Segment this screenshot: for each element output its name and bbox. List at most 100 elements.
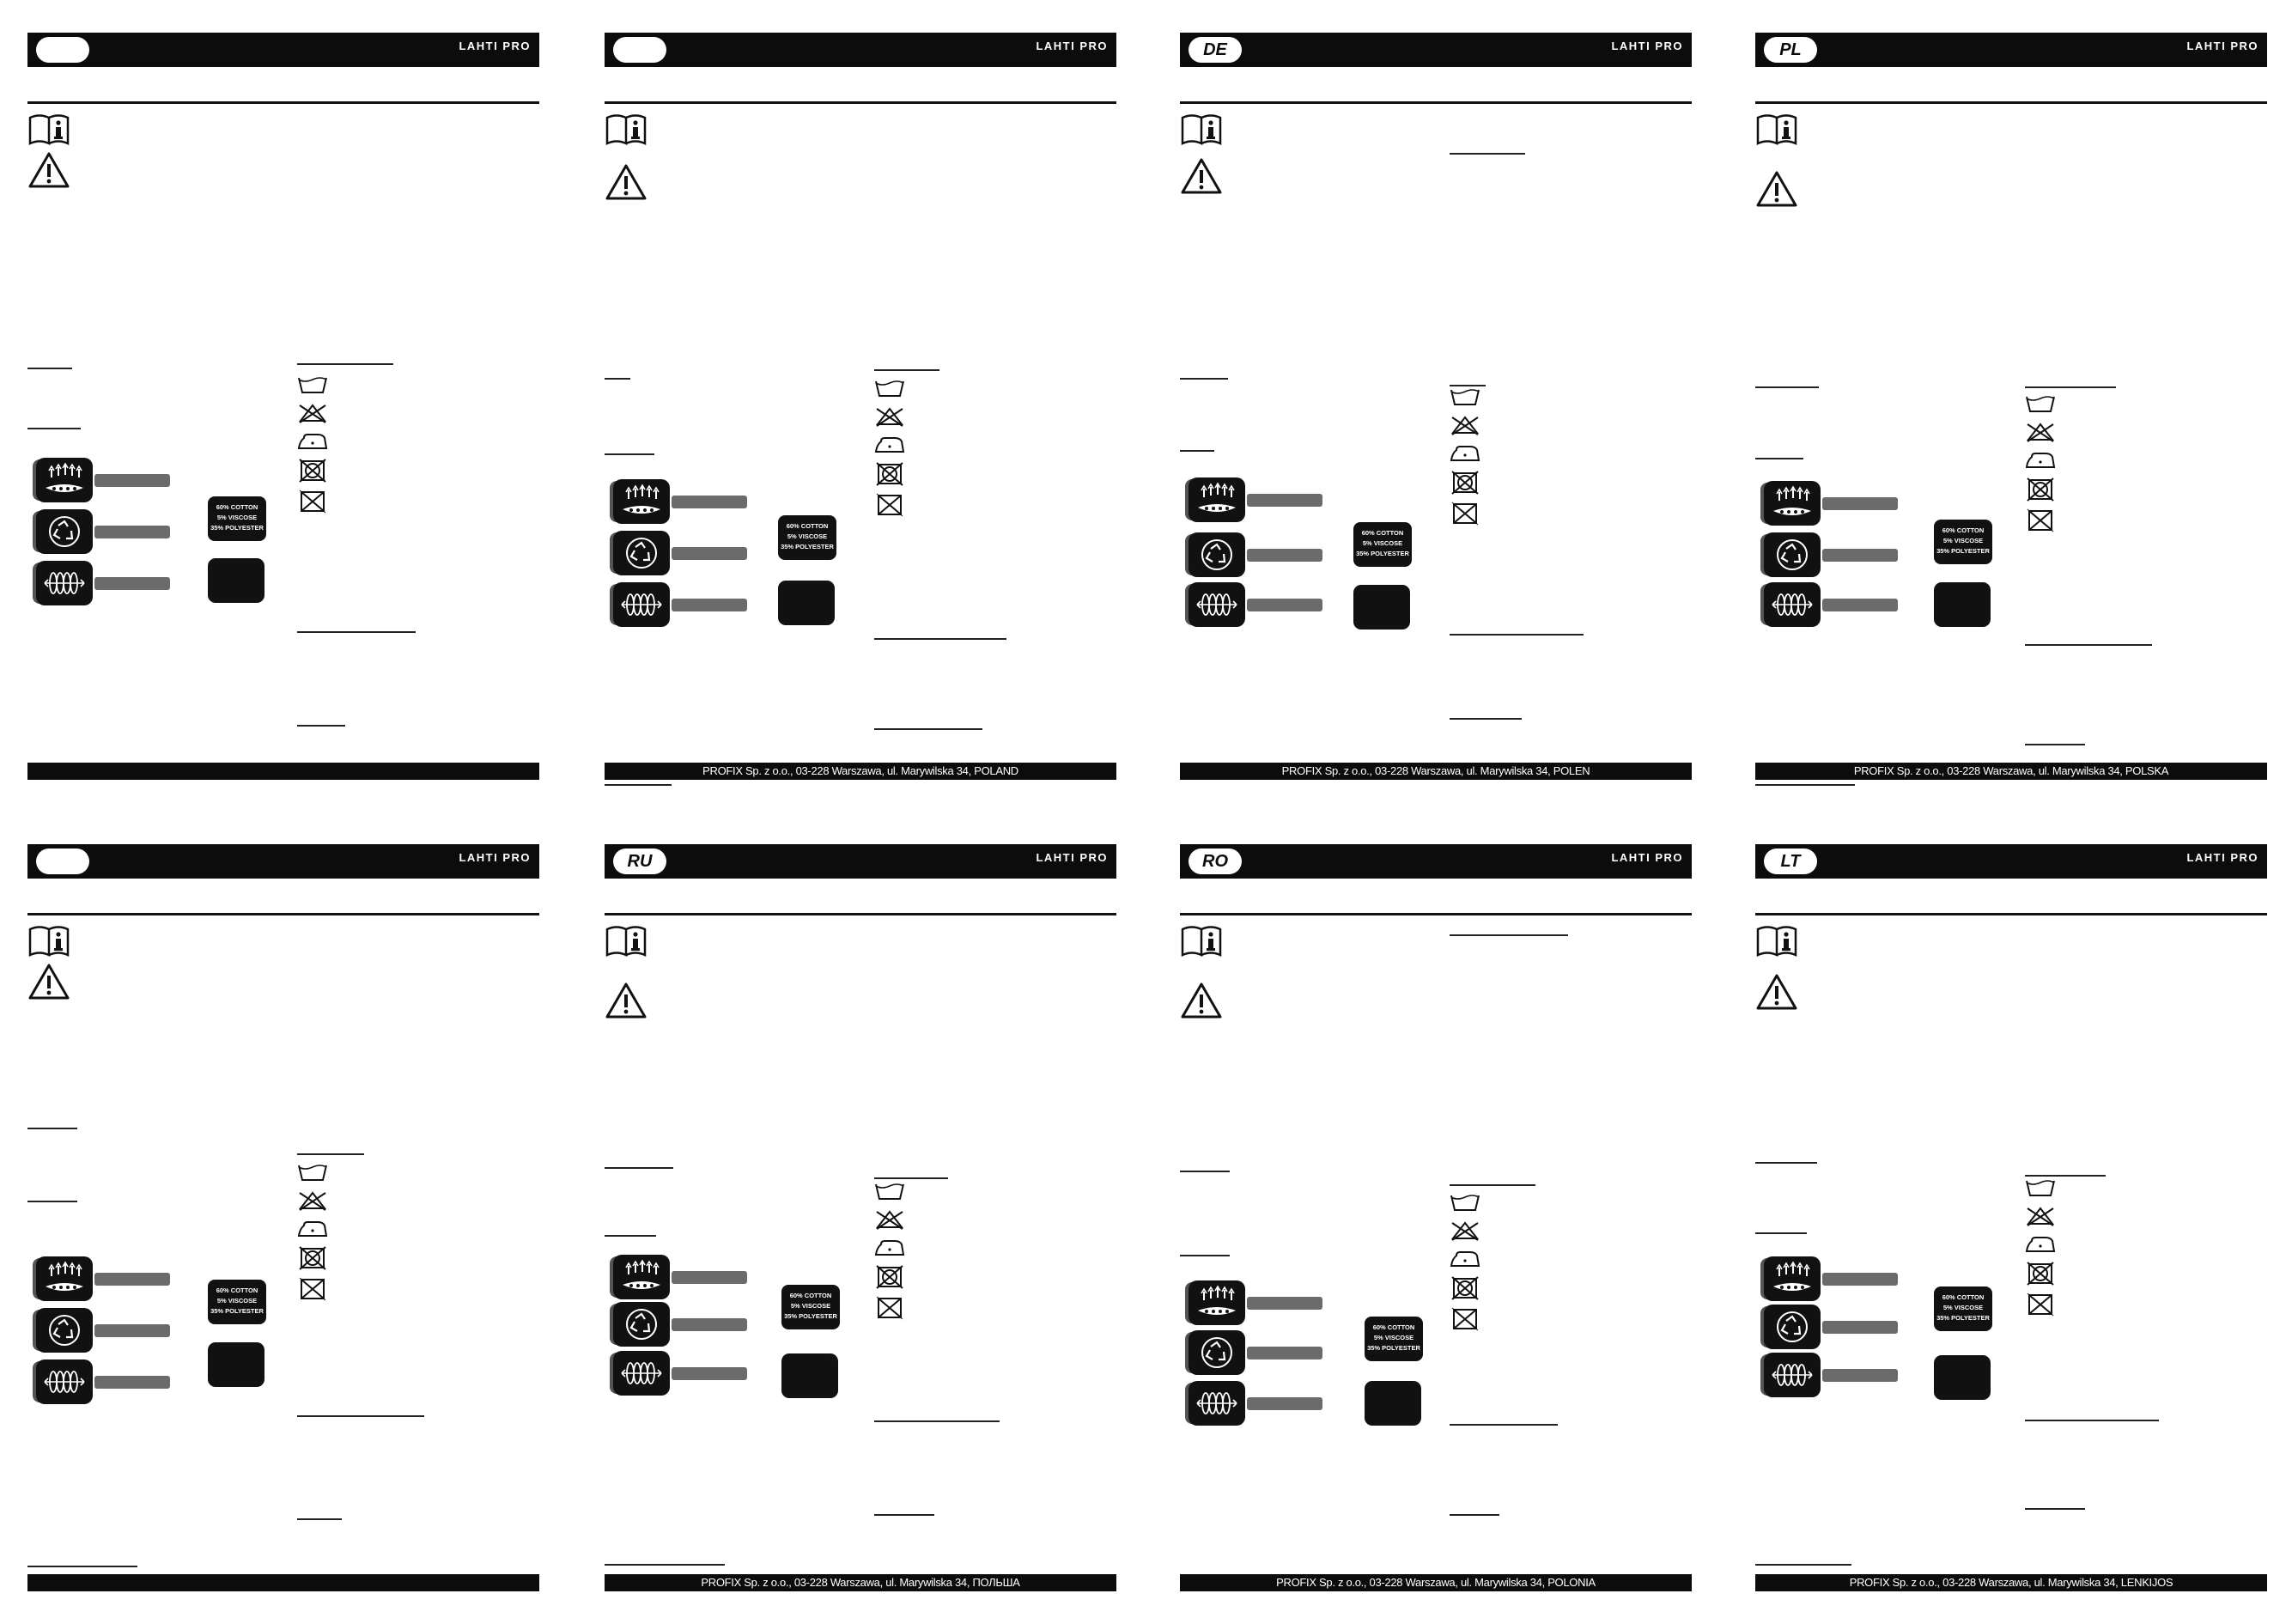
fabric-composition-label: 60% COTTON 5% VISCOSE 35% POLYESTER [778,515,836,560]
section-rule [2025,644,2152,646]
section-rule [297,1153,364,1155]
breathable-icon [1764,1256,1821,1301]
section-rule [605,1167,673,1169]
feature-bar [94,526,170,538]
section-rule [27,1201,77,1202]
warning-icon [605,982,647,1024]
section-rule [1755,784,1855,786]
fabric-line-cotton: 60% COTTON [216,503,258,511]
manual-info-icon [1180,926,1223,963]
feature-row [1180,532,1326,577]
fabric-line-cotton: 60% COTTON [1942,1293,1985,1301]
breathable-icon [1189,477,1245,522]
feature-row [605,531,751,575]
black-label-box [781,1353,838,1398]
feature-row [1180,1330,1326,1375]
care-symbols [1450,386,1484,532]
warning-icon [605,163,647,205]
fabric-line-viscose: 5% VISCOSE [1942,537,1984,544]
header-rule [1180,913,1692,915]
feature-row [1180,1381,1326,1426]
breathable-icon [613,1255,670,1299]
wash-icon [2026,1180,2055,1196]
language-panel-2: LAHTI PRO [605,33,1116,786]
panel-header-bar: LAHTI PRO [27,33,539,67]
section-rule [1180,1171,1230,1172]
black-label-box [208,558,264,603]
feature-row [1755,532,1901,577]
feature-row [27,1308,173,1353]
breathable-icon [1189,1280,1245,1325]
feature-bar [672,1271,747,1284]
panel-header-bar: DE LAHTI PRO [1180,33,1692,67]
panel-header-bar: RO LAHTI PRO [1180,844,1692,879]
feature-row [27,561,173,605]
section-rule [2025,1508,2085,1510]
section-rule [1450,718,1522,720]
warning-icon [27,963,70,1005]
manual-info-icon [1755,926,1798,963]
section-rule [1450,385,1486,386]
section-rule [1755,386,1819,388]
recycle-icon [36,509,93,554]
header-rule [1180,101,1692,104]
fabric-line-viscose: 5% VISCOSE [1373,1334,1414,1341]
fabric-line-cotton: 60% COTTON [786,522,829,530]
section-rule [874,1514,934,1516]
no-bleach-icon [1450,416,1480,435]
feature-bar [1247,549,1322,562]
fabric-line-polyester: 35% POLYESTER [1936,547,1990,555]
wash-icon [2026,396,2055,412]
stretch-icon [613,582,670,627]
stretch-icon [36,1359,93,1404]
no-tumble-dry-icon [299,1246,326,1270]
no-bleach-icon [298,1191,327,1211]
feature-row [1755,1256,1901,1301]
feature-bar [94,1324,170,1337]
feature-row [27,509,173,554]
header-rule [27,101,539,104]
fabric-line-viscose: 5% VISCOSE [216,514,258,521]
language-panel-8: LT LAHTI PRO [1755,844,2267,1591]
fabric-line-viscose: 5% VISCOSE [1362,539,1403,547]
stretch-icon [613,1351,670,1396]
section-rule [874,1177,948,1179]
feature-row [1180,477,1326,522]
language-badge: PL [1764,37,1817,63]
fabric-line-polyester: 35% POLYESTER [781,543,834,550]
section-rule [605,1235,656,1237]
fabric-line-polyester: 35% POLYESTER [210,1307,264,1315]
fabric-composition-label: 60% COTTON 5% VISCOSE 35% POLYESTER [208,1280,266,1324]
address-footer-bar [27,763,539,780]
no-bleach-icon [2026,1207,2055,1226]
no-bleach-icon [1450,1221,1480,1241]
brand-logo: LAHTI PRO [1611,40,1683,52]
breathable-icon [613,479,670,524]
header-rule [27,913,539,915]
feature-row [605,582,751,627]
section-rule [1450,1424,1558,1426]
fabric-composition-label: 60% COTTON 5% VISCOSE 35% POLYESTER [1365,1317,1423,1361]
no-dry-clean-icon [1451,1307,1479,1331]
warning-icon [27,151,70,193]
recycle-icon [1189,532,1245,577]
brand-logo: LAHTI PRO [2186,40,2259,52]
fabric-composition-label: 60% COTTON 5% VISCOSE 35% POLYESTER [1934,1286,1992,1331]
feature-bar [94,1376,170,1389]
feature-row [27,1359,173,1404]
recycle-icon [613,1302,670,1347]
black-label-box [778,581,835,625]
brand-logo: LAHTI PRO [1036,40,1108,52]
panel-header-bar: PL LAHTI PRO [1755,33,2267,67]
warning-icon [1755,973,1798,1015]
recycle-icon [1764,1305,1821,1349]
warning-icon [1180,157,1223,199]
language-panel-3: DE LAHTI PRO [1180,33,1692,780]
no-tumble-dry-icon [1451,1276,1479,1300]
section-rule [297,1518,342,1520]
header-rule [1755,913,2267,915]
no-tumble-dry-icon [2027,477,2054,502]
section-rule [605,1564,725,1566]
section-rule [1755,1162,1817,1164]
recycle-icon [613,531,670,575]
